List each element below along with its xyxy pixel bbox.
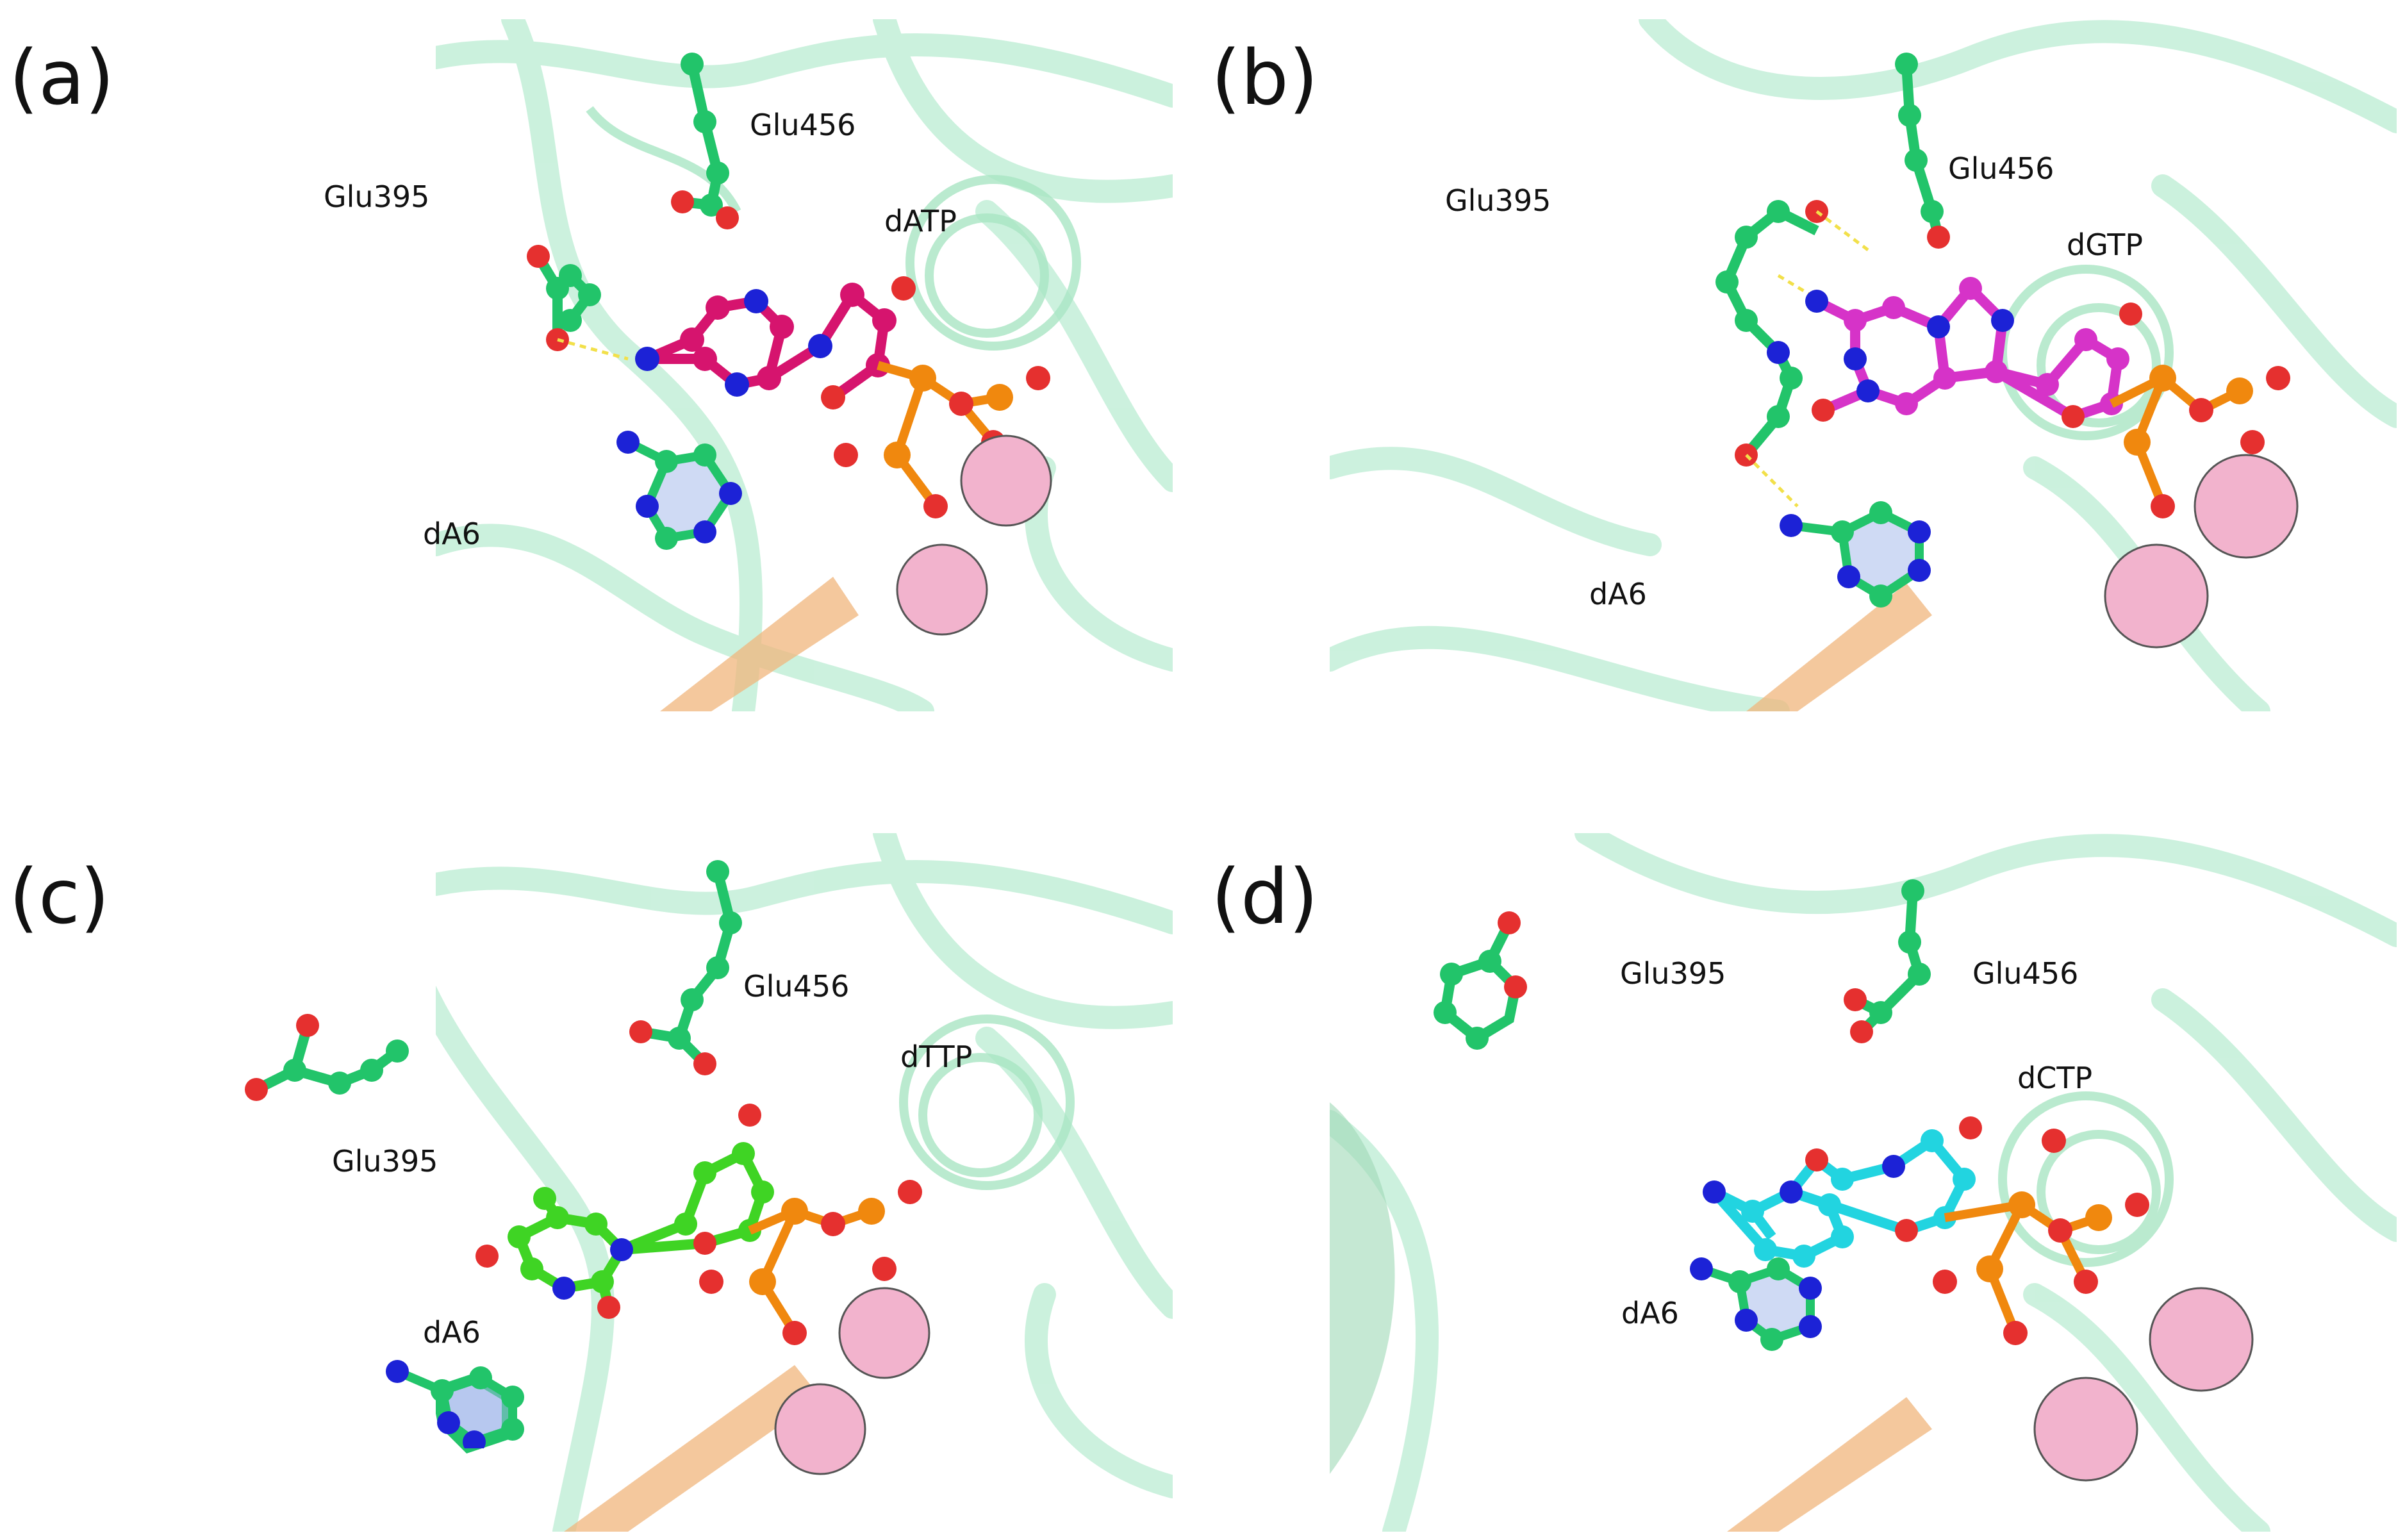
panel-b-label-glu456: Glu456 (1948, 151, 2054, 186)
panel-b-structure (1330, 19, 2397, 711)
metal-ion (896, 543, 988, 636)
panel-d-image (1330, 833, 2397, 1532)
panel-d-label-glu456: Glu456 (1972, 956, 2079, 991)
glu456-residue (671, 53, 739, 229)
metal-ion (960, 435, 1052, 527)
panel-b-label-template: dA6 (1589, 577, 1647, 611)
panel-c-image (436, 833, 1173, 1532)
panel-a-image (436, 19, 1173, 711)
panel-c-label-glu456: Glu456 (743, 969, 850, 1004)
panel-c-left-atoms (231, 1000, 615, 1453)
datp-ligand (635, 276, 1050, 518)
panel-a-label-glu456: Glu456 (750, 108, 856, 142)
panel-a-label-glu395: Glu395 (324, 179, 430, 214)
panel-d-label-nucleotide: dCTP (2017, 1061, 2093, 1095)
da6-base (616, 431, 742, 550)
glu395-residue (527, 245, 629, 361)
panel-c-structure (436, 833, 1173, 1532)
panel-c-label-template: dA6 (423, 1315, 481, 1350)
panel-c-label-glu395: Glu395 (332, 1144, 438, 1179)
panel-a-letter: (a) (9, 33, 115, 122)
panel-d-label-glu395: Glu395 (1620, 956, 1726, 991)
panel-a-structure (436, 19, 1173, 711)
panel-a-label-template: dA6 (423, 517, 481, 551)
protein-ribbon (436, 19, 1173, 711)
panel-b-letter: (b) (1211, 33, 1318, 122)
panel-d-letter: (d) (1211, 852, 1318, 941)
panel-b-label-glu395: Glu395 (1445, 183, 1551, 218)
panel-d-structure (1330, 833, 2397, 1532)
panel-b-label-nucleotide: dGTP (2067, 228, 2144, 262)
panel-d-label-template: dA6 (1621, 1296, 1679, 1330)
panel-c-letter: (c) (9, 852, 110, 941)
panel-a-label-nucleotide: dATP (884, 204, 957, 238)
panel-c-label-nucleotide: dTTP (900, 1039, 973, 1074)
panel-b-image (1330, 19, 2397, 711)
